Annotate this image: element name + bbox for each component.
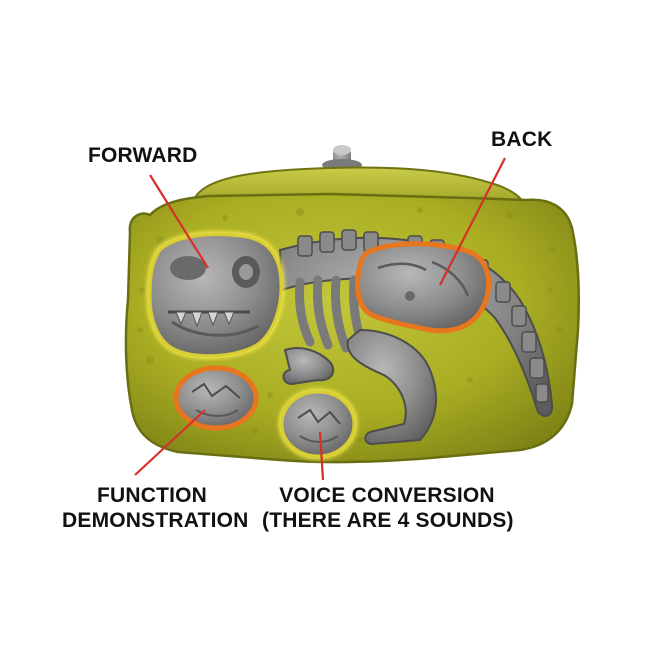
back-label: BACK [491,127,552,152]
voice-label-line1: VOICE CONVERSION [279,484,495,507]
skeleton-leg [282,328,437,446]
function-label-line2: DEMONSTRATION [62,509,249,532]
function-label-line1: FUNCTION [96,484,208,507]
voice-label-line2: (THERE ARE 4 SOUNDS) [262,509,514,532]
forward-label: FORWARD [88,143,198,168]
voice-pointer [318,431,325,481]
forward-pointer [149,174,209,269]
function-pointer [134,409,206,476]
function-demo-button[interactable] [173,365,259,431]
back-pointer [439,157,506,286]
voice-conversion-label: VOICE CONVERSION (THERE ARE 4 SOUNDS) [262,483,514,533]
forward-label-text: FORWARD [88,144,198,167]
back-ribcage-button[interactable] [355,241,492,334]
forward-skull-button[interactable] [146,231,285,360]
pointer-lines [134,157,506,481]
function-demonstration-label: FUNCTION DEMONSTRATION [62,483,249,533]
back-label-text: BACK [491,128,553,151]
skeleton-ribs [295,275,369,355]
voice-conversion-button[interactable] [278,388,358,460]
